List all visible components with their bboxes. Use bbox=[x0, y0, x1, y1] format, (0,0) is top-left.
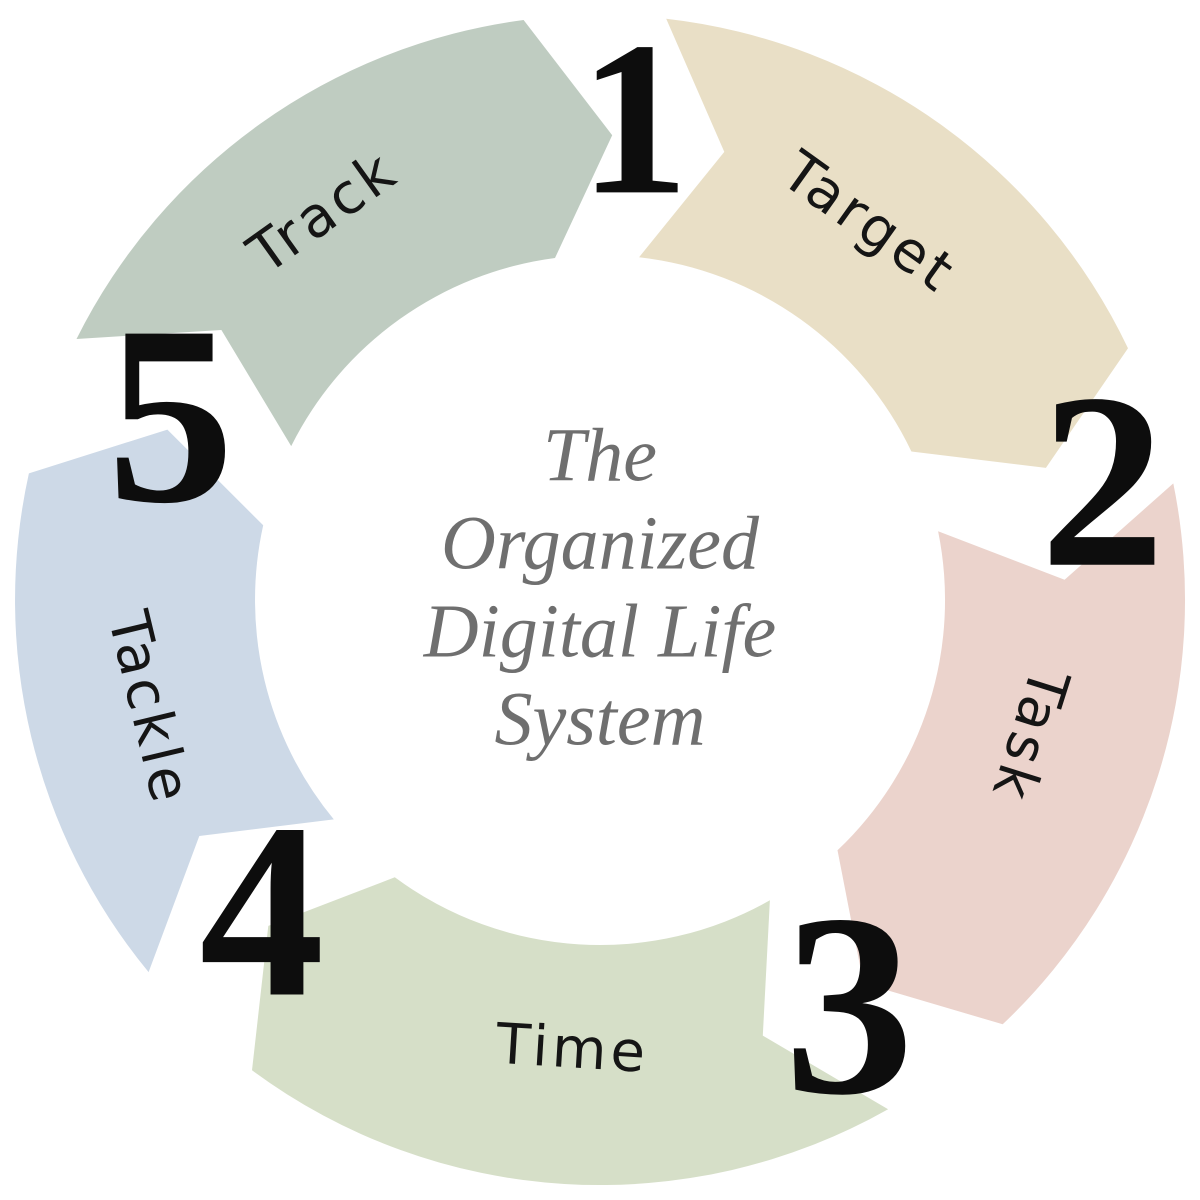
step-number-1: 1 bbox=[579, 0, 689, 240]
segment-tackle bbox=[15, 429, 334, 973]
title-line-4: System bbox=[494, 678, 706, 763]
segment-target bbox=[639, 18, 1128, 468]
title-line-3: Digital Life bbox=[423, 590, 777, 674]
segment-task bbox=[837, 483, 1186, 1025]
segment-track bbox=[76, 20, 613, 447]
step-label-time: Time bbox=[493, 1012, 651, 1086]
title-line-2: Organized bbox=[440, 501, 760, 586]
step-number-5: 5 bbox=[107, 275, 235, 557]
diagram-title: The Organized Digital Life System bbox=[250, 412, 950, 765]
step-number-4: 4 bbox=[199, 773, 324, 1050]
title-line-1: The bbox=[543, 413, 657, 498]
segment-time bbox=[252, 877, 889, 1186]
step-number-3: 3 bbox=[784, 861, 914, 1149]
step-number-2: 2 bbox=[1040, 343, 1165, 620]
